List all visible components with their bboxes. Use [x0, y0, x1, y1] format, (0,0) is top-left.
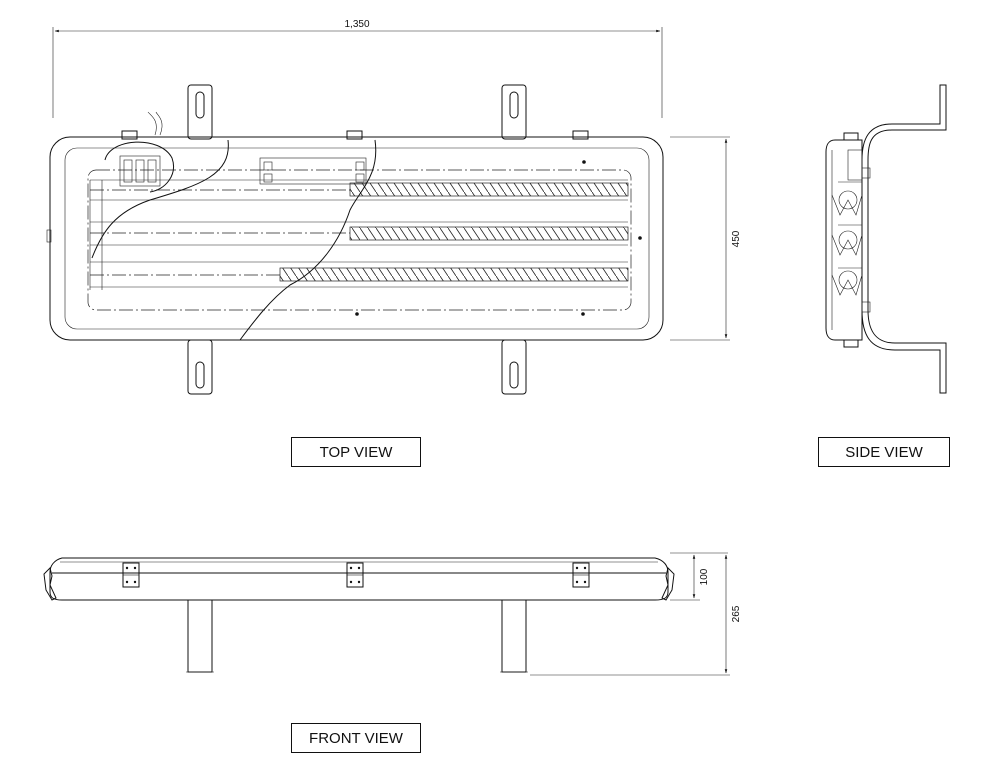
front-view: 100 265 [43, 552, 742, 676]
dimension-total-depth: 265 [530, 554, 742, 676]
lamp-tubes [90, 179, 629, 288]
side-bracket [861, 84, 947, 394]
dimension-body-depth-text: 100 [699, 568, 710, 585]
lens-area [87, 169, 632, 311]
front-body [49, 557, 669, 601]
front-view-label: FRONT VIEW [291, 723, 421, 753]
dimension-total-depth-text: 265 [731, 605, 742, 622]
front-hinges [122, 562, 590, 588]
side-view [825, 84, 947, 394]
dimension-overall-length: 1,350 [52, 19, 663, 118]
dimension-height: 450 [670, 136, 742, 341]
dimension-height-text: 450 [731, 230, 742, 247]
dimension-body-depth: 100 [670, 552, 728, 601]
housing-outline [49, 136, 664, 341]
front-leg-left [187, 599, 213, 673]
housing-inner [64, 147, 650, 330]
front-leg-right [501, 599, 527, 673]
terminal-block-detail [104, 111, 174, 193]
top-view-label: TOP VIEW [291, 437, 421, 467]
side-view-label: SIDE VIEW [818, 437, 950, 467]
bottom-mounting-bracket-right [501, 339, 527, 395]
dimension-overall-length-text: 1,350 [344, 19, 369, 30]
top-mounting-bracket-right [501, 84, 527, 140]
cutaway-line [91, 139, 229, 259]
side-body [825, 139, 863, 341]
top-view: 1,350 [46, 19, 742, 395]
top-mounting-bracket-left [187, 84, 213, 140]
bottom-mounting-bracket-left [187, 339, 213, 395]
